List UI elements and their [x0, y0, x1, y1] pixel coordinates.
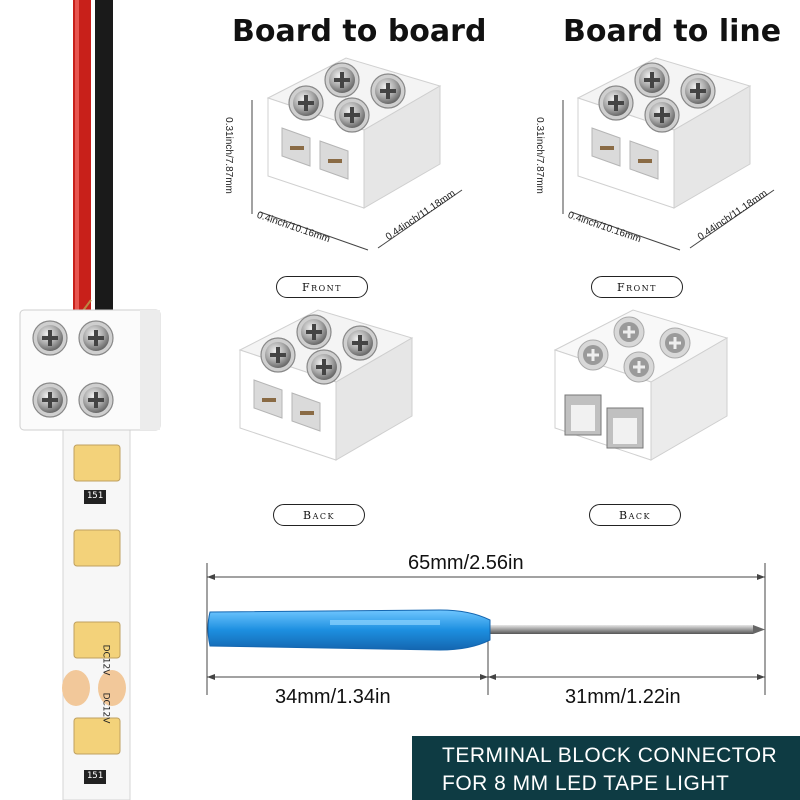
shaft-length-label: 31mm/1.22in [565, 686, 681, 708]
dimension-height-label: 0.31inch/7.87mm [533, 117, 545, 194]
board-to-board-front [268, 58, 440, 208]
heading-board-to-line: Board to line [563, 14, 782, 49]
front-view-label: Front [591, 276, 683, 298]
banner-line-2: FOR 8 MM LED TAPE LIGHT [442, 772, 730, 795]
product-banner: TERMINAL BLOCK CONNECTOR FOR 8 MM LED TA… [412, 736, 800, 800]
banner-line-1: TERMINAL BLOCK CONNECTOR [442, 744, 778, 767]
heading-board-to-board: Board to board [232, 14, 487, 49]
led-chip [73, 529, 121, 567]
back-view-label: Back [589, 504, 681, 526]
screwdriver [207, 609, 765, 651]
front-view-label: Front [276, 276, 368, 298]
back-view-label: Back [273, 504, 365, 526]
resistor-code: 151 [86, 491, 104, 501]
handle-length-label: 34mm/1.34in [275, 686, 391, 708]
resistor [84, 770, 106, 784]
board-to-line-front [578, 58, 750, 208]
black-wire [95, 0, 113, 310]
board-to-board-back [240, 310, 412, 460]
led-chip [73, 717, 121, 755]
led-chip [73, 444, 121, 482]
board-to-line-back [553, 309, 729, 461]
resistor [84, 490, 106, 504]
strip-voltage: DC12V [100, 692, 111, 724]
resistor-code: 151 [86, 771, 104, 781]
strip-voltage: DC12V [100, 644, 111, 676]
total-length-label: 65mm/2.56in [408, 552, 524, 574]
dimension-height-label: 0.31inch/7.87mm [222, 117, 234, 194]
led-chip [73, 621, 121, 659]
